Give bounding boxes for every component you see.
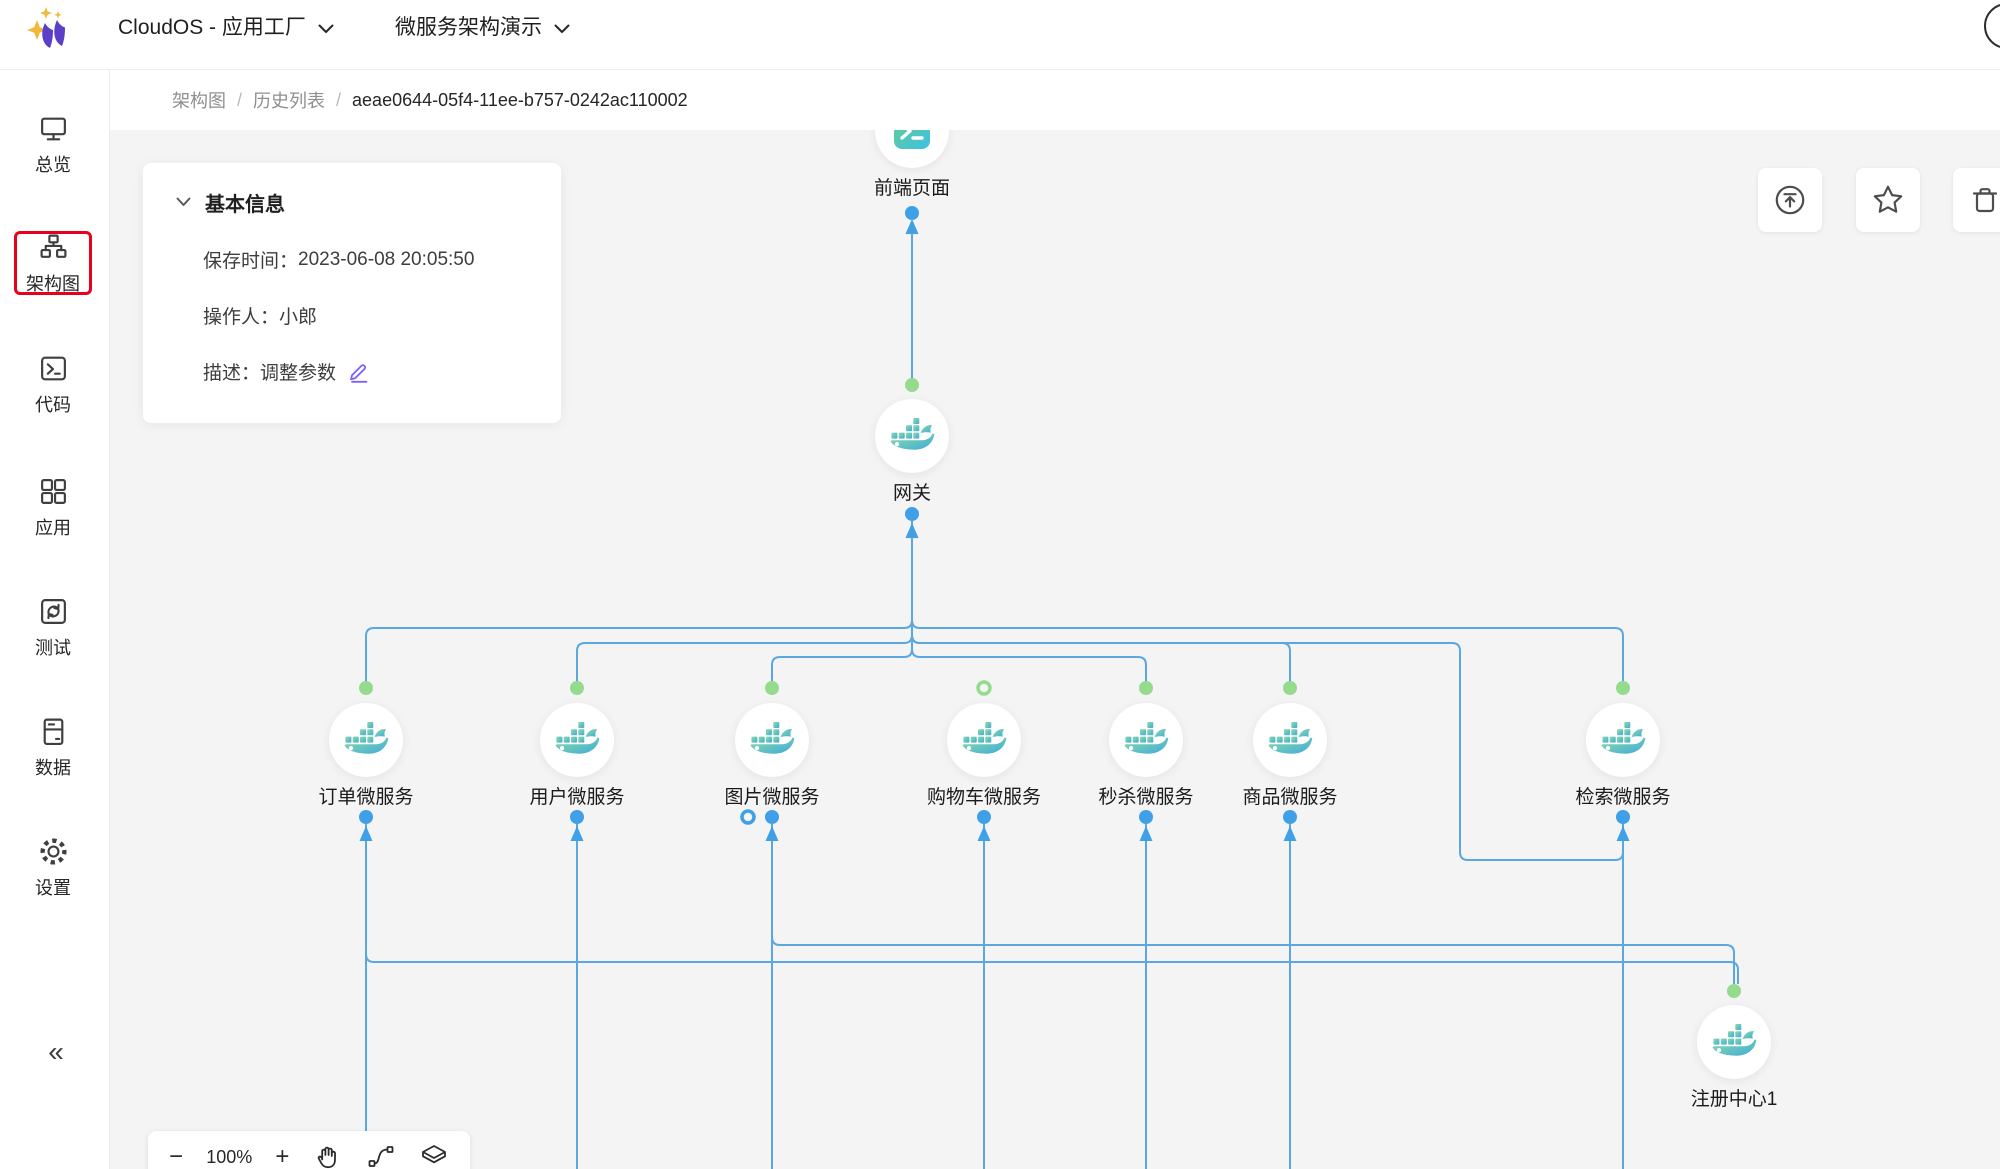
- info-row-value: 小郎: [279, 307, 318, 328]
- sidebar-item-label: 数据: [35, 758, 71, 778]
- info-row: 操作人：小郎: [203, 302, 561, 329]
- node-label: 网关: [892, 483, 931, 504]
- org-chart-icon: [38, 232, 69, 268]
- breadcrumb-item: aeae0644-05f4-11ee-b757-0242ac110002: [352, 89, 688, 110]
- breadcrumb-item[interactable]: 历史列表: [253, 91, 326, 111]
- breadcrumb-band: 架构图 / 历史列表 / aeae0644-05f4-11ee-b757-0242ac1…: [110, 70, 2000, 130]
- trash-icon: [1972, 188, 1998, 213]
- docker-icon: [1586, 703, 1660, 777]
- sidebar-item-label: 测试: [35, 638, 71, 658]
- node-label: 用户微服务: [529, 787, 625, 808]
- refresh-icon: [38, 596, 69, 632]
- sidebar: 总览架构图代码应用测试数据设置 «: [0, 70, 110, 1169]
- node-label: 图片微服务: [724, 787, 820, 808]
- info-row-label: 保存时间：: [203, 251, 299, 272]
- sidebar-item-apps[interactable]: 应用: [14, 475, 92, 539]
- info-row-value: 调整参数: [260, 363, 337, 384]
- node-label: 购物车微服务: [926, 787, 1041, 808]
- publish-button[interactable]: [1758, 168, 1822, 232]
- node-label: 秒杀微服务: [1098, 787, 1194, 808]
- docker-icon: [540, 703, 614, 777]
- node-label: 注册中心1: [1690, 1089, 1778, 1110]
- info-row: 保存时间：2023-06-08 20:05:50: [203, 246, 561, 273]
- docker-icon: [329, 703, 403, 777]
- docker-icon: [735, 703, 809, 777]
- app-header: CloudOS - 应用工厂 微服务架构演示: [0, 0, 2000, 70]
- info-row: 描述：调整参数: [203, 358, 561, 385]
- connector-icon[interactable]: [366, 1142, 396, 1169]
- workspace-switcher[interactable]: 微服务架构演示: [395, 0, 570, 52]
- product-switcher[interactable]: CloudOS - 应用工厂: [118, 0, 334, 52]
- zoom-out-button[interactable]: −: [169, 1143, 184, 1169]
- docker-icon: [947, 703, 1021, 777]
- delete-button[interactable]: [1953, 168, 2000, 232]
- docker-icon: [1109, 703, 1183, 777]
- layers-icon[interactable]: [419, 1142, 449, 1169]
- sidebar-item-label: 设置: [35, 878, 71, 898]
- gear-icon: [38, 836, 69, 872]
- upload-icon: [1775, 185, 1805, 215]
- zoom-in-button[interactable]: +: [275, 1143, 290, 1169]
- sidebar-item-label: 架构图: [26, 274, 80, 294]
- chevron-down-icon[interactable]: [176, 194, 191, 212]
- sidebar-collapse-button[interactable]: «: [48, 1036, 64, 1067]
- star-icon: [1873, 185, 1903, 213]
- sidebar-item-label: 应用: [35, 518, 71, 538]
- database-icon: [38, 716, 69, 752]
- sidebar-item-label: 代码: [35, 395, 71, 415]
- hand-icon[interactable]: [313, 1142, 343, 1169]
- breadcrumb-item[interactable]: 架构图: [172, 91, 226, 111]
- edit-description-icon[interactable]: [348, 360, 370, 383]
- info-card-title: 基本信息: [205, 194, 285, 216]
- sidebar-item-code[interactable]: 代码: [14, 352, 92, 416]
- breadcrumb: 架构图 / 历史列表 / aeae0644-05f4-11ee-b757-0242ac1…: [172, 70, 688, 130]
- breadcrumb-separator: /: [237, 89, 243, 110]
- chevron-down-icon: [318, 16, 334, 40]
- info-row-value: 2023-06-08 20:05:50: [298, 248, 475, 270]
- sidebar-item-data[interactable]: 数据: [14, 715, 92, 779]
- node-label: 商品微服务: [1242, 787, 1338, 808]
- node-label: 检索微服务: [1575, 787, 1671, 808]
- sparkle-logo-icon[interactable]: [26, 3, 76, 58]
- zoom-toolbar: − 100% +: [148, 1131, 470, 1169]
- info-row-label: 操作人：: [203, 307, 280, 328]
- zoom-level: 100%: [206, 1147, 253, 1167]
- favorite-button[interactable]: [1856, 168, 1920, 232]
- grid-icon: [38, 476, 69, 512]
- monitor-icon: [38, 113, 69, 149]
- sidebar-item-test[interactable]: 测试: [14, 595, 92, 659]
- sidebar-item-label: 总览: [35, 155, 71, 175]
- chevron-down-icon: [554, 16, 570, 40]
- sidebar-item-architecture[interactable]: 架构图: [14, 231, 92, 295]
- workspace-title: 微服务架构演示: [395, 16, 542, 39]
- docker-icon: [1697, 1005, 1771, 1079]
- terminal-icon: [38, 353, 69, 389]
- docker-icon: [875, 399, 949, 473]
- product-title: CloudOS - 应用工厂: [118, 16, 306, 39]
- node-label: 前端页面: [873, 178, 950, 199]
- sidebar-item-overview[interactable]: 总览: [14, 112, 92, 176]
- breadcrumb-separator: /: [336, 89, 342, 110]
- docker-icon: [1253, 703, 1327, 777]
- node-label: 订单微服务: [318, 787, 414, 808]
- sidebar-item-settings[interactable]: 设置: [14, 835, 92, 899]
- info-row-label: 描述：: [203, 363, 261, 384]
